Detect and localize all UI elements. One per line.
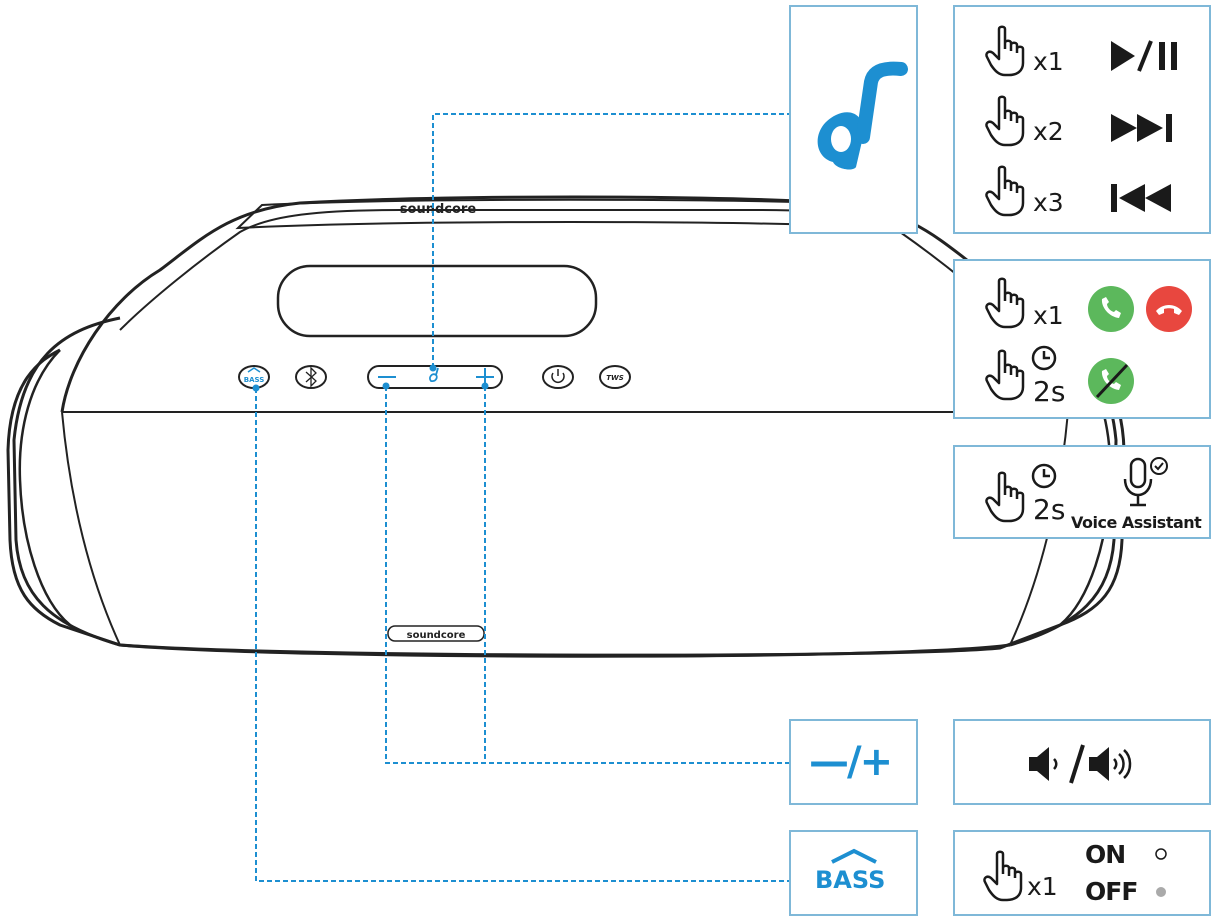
next-track-icon [1111,114,1172,142]
bass-button[interactable]: BASS [238,365,270,389]
hand-tap-icon [983,850,1023,902]
hand-tap-icon [985,277,1025,329]
voice-assistant-panel: 2s Voice Assistant [953,445,1211,539]
previous-track-icon [1111,184,1171,212]
top-brand-text: soundcore [400,202,477,217]
hand-tap-icon [985,95,1025,147]
bass-count: x1 [1027,872,1058,901]
call-count: x1 [1033,301,1064,330]
decline-call-icon [1146,286,1192,332]
bass-indicator-lights [1155,848,1167,897]
soundcore-logo-icon [429,367,439,383]
hand-tap-icon [985,165,1025,217]
bass-off-label: OFF [1085,877,1138,906]
volume-panel [953,719,1211,805]
soundcore-logo-icon [817,61,908,170]
bluetooth-icon [305,366,317,388]
indicator-on-light-icon [1156,887,1166,897]
hand-tap-icon [985,471,1025,523]
leader-lines [255,113,789,882]
bass-key-callout: BASS [789,830,918,916]
answer-call-icon [1088,286,1134,332]
volume-pill-button[interactable] [367,365,503,389]
volume-down-icon [1029,747,1049,781]
bass-roof-icon [831,848,877,864]
bluetooth-button[interactable] [295,365,327,389]
clock-icon [1031,463,1057,489]
leader-minus [385,386,789,764]
volume-up-icon [1089,747,1109,781]
call-panel: x1 2s [953,259,1211,419]
playback-count-2: x2 [1033,117,1064,146]
power-icon [551,372,565,383]
hand-tap-icon [985,349,1025,401]
indicator-off-light-icon [1155,848,1167,860]
clock-icon [1031,345,1057,371]
microphone-check-icon [1123,457,1168,507]
power-button[interactable] [542,365,574,389]
volume-key-label: —/+ [809,739,893,785]
play-pause-icon [1111,40,1177,72]
reject-call-icon [1088,358,1134,404]
playback-count-3: x3 [1033,188,1064,217]
front-brand-text: soundcore [407,630,466,641]
leader-soundcore [432,113,789,368]
playback-count-1: x1 [1033,47,1064,76]
bass-panel: x1 ON OFF [953,830,1211,916]
volume-key-callout: —/+ [789,719,918,805]
hand-tap-icon [985,25,1025,77]
voice-assistant-label: Voice Assistant [1071,513,1202,532]
bass-on-label: ON [1085,840,1126,869]
tws-button-label: TWS [606,374,624,382]
call-hold-duration: 2s [1033,375,1066,408]
bass-key-label: BASS [815,866,886,894]
bass-button-label: BASS [244,376,265,384]
soundcore-key-callout [789,5,918,234]
leader-bass [255,388,789,882]
playback-panel: x1 x2 x3 [953,5,1211,234]
voice-hold-duration: 2s [1033,493,1066,526]
volume-down-up-icon [1029,744,1132,784]
tws-button[interactable]: TWS [599,365,631,389]
